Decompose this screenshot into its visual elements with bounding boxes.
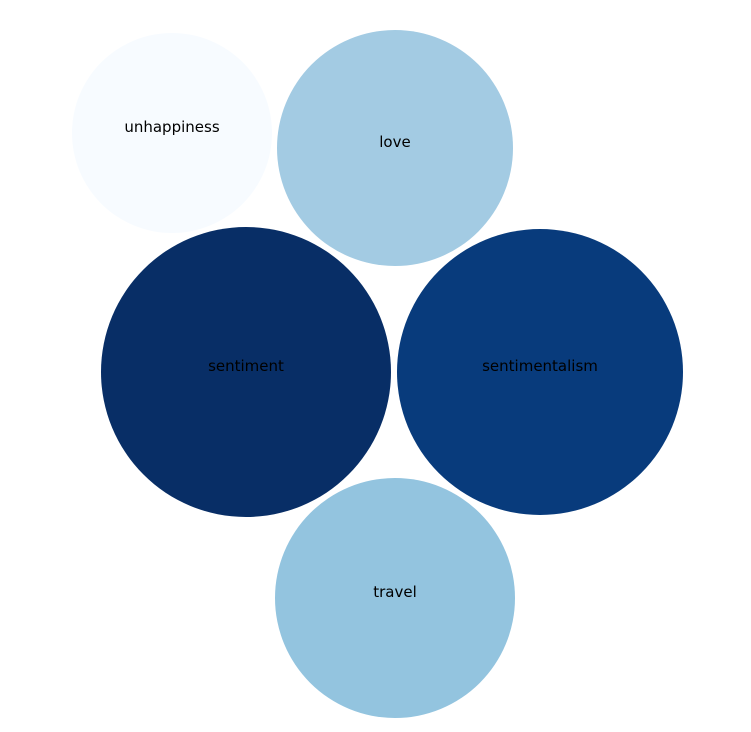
bubble-sentimentalism: sentimentalism — [397, 229, 683, 515]
bubble-circle-unhappiness — [72, 33, 272, 233]
bubble-label-unhappiness: unhappiness — [124, 118, 219, 136]
bubble-unhappiness: unhappiness — [72, 33, 272, 233]
bubble-circle-love — [277, 30, 513, 266]
bubble-label-sentiment: sentiment — [208, 357, 284, 375]
bubble-love: love — [277, 30, 513, 266]
bubble-label-love: love — [379, 133, 410, 151]
bubble-travel: travel — [275, 478, 515, 718]
bubble-label-sentimentalism: sentimentalism — [482, 357, 598, 375]
bubble-circle-travel — [275, 478, 515, 718]
bubble-circle-sentiment — [101, 227, 391, 517]
bubble-circle-sentimentalism — [397, 229, 683, 515]
bubble-sentiment: sentiment — [101, 227, 391, 517]
bubble-label-travel: travel — [373, 583, 417, 601]
